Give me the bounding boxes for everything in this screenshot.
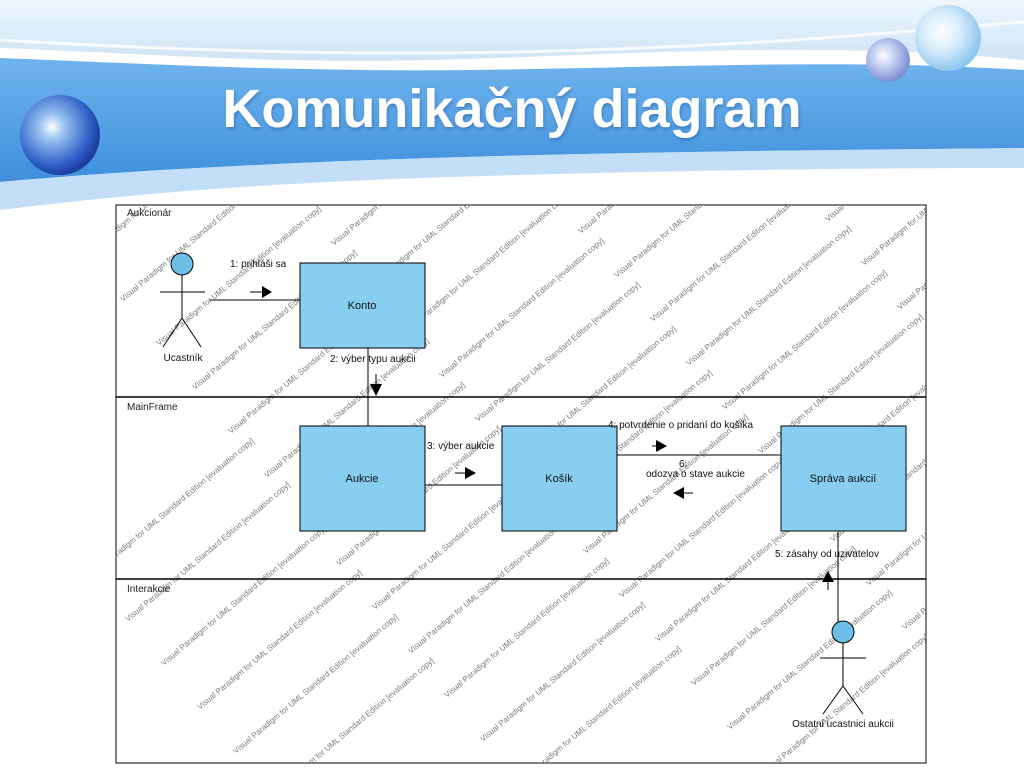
watermark-text: Visual Paradigm for UML Standard Edition… — [860, 124, 1024, 267]
box-konto-label: Konto — [348, 300, 377, 312]
actor-ostatni-icon — [820, 620, 866, 715]
actor-ucastnik-icon — [160, 252, 205, 348]
lane-label-aukcionar: Aukcionár — [127, 208, 172, 219]
watermark-text: Visual Paradigm for UML Standard Edition… — [968, 256, 1024, 399]
message-3-label: 3: výber aukcie — [427, 441, 495, 452]
message-4-label: 4: potvrdenie o pridaní do košíka — [608, 420, 754, 431]
message-6-number: 6: — [679, 459, 687, 470]
watermark-text: Visual Paradigm for UML Standard Edition… — [294, 60, 462, 203]
box-kosik — [501, 425, 618, 532]
watermark-text: Visual Paradigm for UML Standard Edition… — [973, 576, 1024, 719]
lane-label-interakcie: Interakcie — [127, 584, 171, 595]
box-aukcie — [299, 425, 426, 532]
box-kosik-label: Košík — [545, 473, 573, 485]
message-2-label: 2: výber typu aukcii — [330, 354, 416, 365]
watermark-text: Visual Paradigm for UML Standard Edition… — [541, 48, 709, 191]
box-sprava-label: Správa aukcií — [810, 473, 877, 485]
watermark-text: Visual Paradigm for UML Standard Edition… — [932, 212, 1024, 355]
slide-title: Komunikačný diagram — [222, 79, 802, 139]
bubble-big-icon — [20, 95, 100, 175]
arrow-m3-icon — [455, 467, 476, 479]
actor-ostatni-label: Ostatni ucastnici aukcii — [792, 719, 894, 730]
header-background — [0, 0, 1024, 215]
arrow-m2-icon — [370, 374, 382, 396]
arrow-m5-icon — [822, 571, 834, 590]
watermark-text: Visual Paradigm for UML Standard Edition… — [937, 532, 1024, 675]
watermark-text: Visual Paradigm for UML Standard Edition… — [824, 80, 992, 223]
box-aukcie-label: Aukcie — [345, 473, 378, 485]
message-1-label: 1: prihláši sa — [230, 259, 287, 270]
box-sprava — [780, 425, 907, 532]
message-6-label: odozva o stave aukcie — [646, 469, 745, 480]
actor-ucastnik-label: Ucastník — [164, 353, 204, 364]
arrow-m6-icon — [673, 487, 693, 499]
bubble-light-icon — [915, 5, 981, 71]
bubble-small-icon — [866, 38, 910, 82]
message-5-label: 5: zásahy od uzivatelov — [775, 549, 879, 560]
lane-label-mainframe: MainFrame — [127, 402, 178, 413]
box-konto — [299, 262, 426, 349]
arrow-m1-icon — [250, 286, 272, 298]
arrow-m4-icon — [652, 440, 667, 452]
